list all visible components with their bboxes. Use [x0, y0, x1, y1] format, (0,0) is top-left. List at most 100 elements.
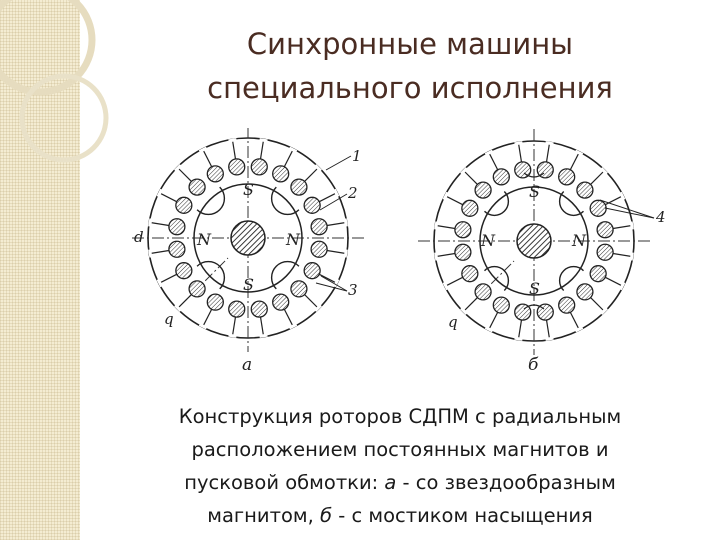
rotor-b-slot-opening	[612, 224, 632, 230]
rotor-a-slot-opening	[259, 140, 265, 160]
rotor-b-slot-opening	[590, 170, 605, 185]
rotor-b-saturation-bridge	[523, 172, 545, 178]
rotor-a-slot-notch	[198, 146, 208, 153]
rotor-b-slot-opening	[436, 252, 456, 258]
rotor-b-slot-notch	[600, 307, 608, 315]
rotor-b-slot-opening	[445, 276, 463, 287]
rotor-b-flux-barrier	[484, 265, 510, 291]
rotor-a-pole-n-right: N	[285, 230, 301, 249]
rotor-b-slot-notch	[484, 326, 494, 333]
rotor-a-slot-opening	[150, 221, 170, 227]
rotor-b-slot-notch	[460, 307, 468, 315]
rotor-b-slot-opening	[605, 195, 623, 206]
rotor-b-slot-notch	[514, 141, 523, 146]
rotor-a-cage-bar	[206, 165, 224, 183]
rotor-a-slot-notch	[288, 146, 298, 153]
slide-title: Синхронные машины специального исполнени…	[150, 22, 670, 110]
rotor-b-slot-opening	[545, 143, 551, 163]
rotor-a-slot-notch	[333, 278, 340, 288]
rotor-a-slot-notch	[343, 218, 348, 227]
rotor-a-slot-opening	[319, 273, 337, 284]
rotor-a-slot-notch	[174, 304, 182, 312]
rotor-a-cage-bar	[228, 158, 246, 176]
rotor-a-slot-opening	[150, 249, 170, 255]
rotor-b-shaft	[516, 223, 552, 259]
rotor-b-cage-bar	[492, 168, 510, 186]
rotor-b-flux-barrier	[558, 265, 584, 291]
rotor-b-slot-notch	[442, 281, 449, 291]
rotor-b-cage-bar	[536, 161, 554, 179]
rotor-a-cage-bar	[250, 300, 268, 318]
rotor-b-slot-notch	[619, 191, 626, 201]
figure-caption: Конструкция роторов СДПМ с радиальным ра…	[110, 400, 690, 532]
rotor-a-cage-bar	[303, 262, 321, 280]
rotor-a-slot-notch	[148, 218, 153, 227]
rotor-a-cage-bar	[175, 262, 193, 280]
rotor-b-slot-opening	[517, 319, 523, 339]
rotor-a-slot-opening	[319, 192, 337, 203]
rotor-b-body	[418, 129, 650, 355]
caption-line-3: пусковой обмотки: а - со звездообразным	[110, 466, 690, 499]
rotor-b-cage-bar	[474, 283, 492, 301]
rotor-b-cage-bar	[461, 265, 479, 283]
rotor-b-slot-opening	[545, 319, 551, 339]
rotor-a-cage-bar	[168, 218, 186, 236]
rotor-a-cage-bar	[290, 280, 308, 298]
rotor-a-slot-notch	[343, 249, 348, 258]
rotor-b-cage-bar	[558, 296, 576, 314]
rotor-b-pole-s-bottom: S	[529, 279, 540, 298]
rotor-a-cage-bar	[290, 178, 308, 196]
rotor-a-slot-notch	[174, 164, 182, 172]
rotor-a-leader-3b	[315, 282, 348, 292]
rotor-a-cage-bar	[188, 178, 206, 196]
rotor-a-slot-notch	[156, 188, 163, 198]
rotor-a-slot-opening	[304, 294, 319, 309]
rotor-b-slot-notch	[600, 167, 608, 175]
rotor-b-slot-notch	[629, 252, 634, 261]
caption-line-4-suffix: - с мостиком насыщения	[332, 504, 593, 527]
rotor-b-slot-opening	[605, 276, 623, 287]
rotor-b-slot-opening	[517, 143, 523, 163]
rotor-b-axis-q	[465, 260, 515, 310]
rotor-a-slot-notch	[314, 304, 322, 312]
rotor-b-axis-q: q	[448, 313, 458, 331]
rotor-a-slot-opening	[159, 192, 177, 203]
rotor-a-cage-bar	[310, 218, 328, 236]
decorative-circles	[0, 0, 109, 163]
rotor-a-slot-opening	[326, 221, 346, 227]
rotor-b-slot-opening	[436, 224, 456, 230]
rotor-b-cage-bar	[589, 265, 607, 283]
rotor-b-leader-4a	[599, 199, 655, 219]
rotor-a-shaft	[230, 220, 266, 256]
rotor-b-slot-notch	[574, 149, 584, 156]
rotor-b-slot-notch	[460, 167, 468, 175]
rotor-a-slot-opening	[259, 316, 265, 336]
rotor-b-cage-bar	[558, 168, 576, 186]
rotor-b-flux-barrier	[558, 191, 584, 217]
title-line-2: специального исполнения	[207, 71, 613, 105]
rotor-a-leader-2	[319, 193, 348, 211]
rotor-a-cage-bar	[206, 293, 224, 311]
rotor-a-cage-bar	[228, 300, 246, 318]
rotor-a-slot-opening	[159, 273, 177, 284]
rotor-a-cage-bar	[188, 280, 206, 298]
rotor-a-slot-opening	[231, 316, 237, 336]
rotor-a-flux-barrier	[196, 186, 226, 216]
rotor-b-slot-opening	[569, 152, 580, 170]
rotor-b-sublabel: б	[528, 355, 539, 375]
rotor-a-flux-barrier	[196, 260, 226, 290]
rotor-diagram: S N N S d q 1 2 3 а S N N S q 4 б	[132, 128, 666, 375]
rotor-a-slot-notch	[228, 333, 237, 338]
rotor-a-flux-barrier	[270, 260, 300, 290]
rotor-b-slot-notch	[629, 221, 634, 230]
rotor-b-slot-opening	[569, 312, 580, 330]
rotor-a-leader-1	[325, 155, 352, 171]
rotor-a-slot-notch	[259, 333, 268, 338]
rotor-a-pole-n-left: N	[196, 230, 212, 249]
caption-line-3-prefix: пусковой обмотки:	[184, 471, 385, 494]
rotor-b-pole-s-top: S	[529, 182, 540, 201]
rotor-b-slot-opening	[488, 152, 499, 170]
rotor-b-slot-notch	[434, 252, 439, 261]
rotor-a-slot-opening	[283, 149, 294, 167]
rotor-b-saturation-bridge	[523, 304, 545, 310]
